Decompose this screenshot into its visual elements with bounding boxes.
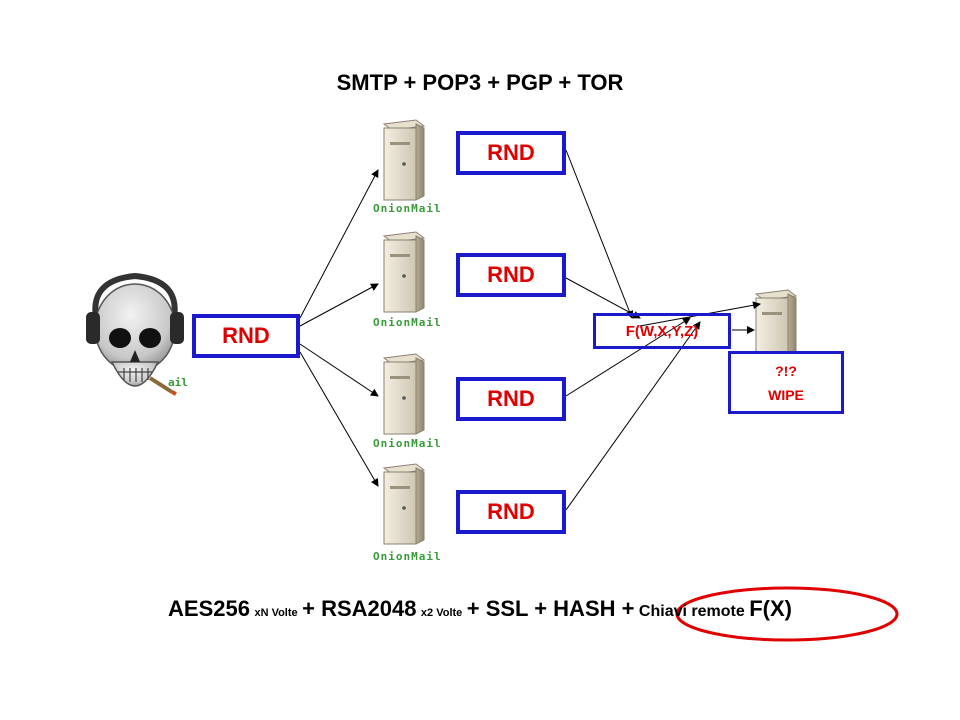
destination-server-icon xyxy=(754,289,798,361)
server-label: OnionMail xyxy=(373,550,442,563)
footer-fx: F(X) xyxy=(749,596,792,621)
highlight-ellipse xyxy=(675,586,899,642)
destination-wipe-label: WIPE xyxy=(768,386,804,403)
footer-aes-sub: xN Volte xyxy=(254,607,298,619)
arrow-sender-to-server-4 xyxy=(299,351,379,487)
server-icon xyxy=(382,231,426,313)
server-rnd-box: RND xyxy=(456,490,566,534)
server-icon xyxy=(382,353,426,435)
footer-ssl-hash: + SSL + HASH + xyxy=(466,596,635,621)
server-rnd-box: RND xyxy=(456,253,566,297)
arrow-rnd4-to-function xyxy=(565,321,701,511)
server-label: OnionMail xyxy=(373,437,442,450)
arrow-sender-to-server-1 xyxy=(299,169,379,319)
arrow-rnd1-to-function xyxy=(565,149,634,319)
destination-wipe-box: ?!? WIPE xyxy=(728,351,844,414)
server-rnd-box: RND xyxy=(456,377,566,421)
footer-rsa: + RSA2048 xyxy=(302,596,417,621)
sender-partial-label: ail xyxy=(168,376,188,389)
server-icon xyxy=(382,463,426,545)
arrow-rnd3-to-function xyxy=(565,317,691,397)
server-label: OnionMail xyxy=(373,202,442,215)
footer-rsa-sub: x2 Volte xyxy=(420,607,463,619)
diagram-title: SMTP + POP3 + PGP + TOR xyxy=(336,70,624,95)
arrow-rnd2-to-function xyxy=(565,277,641,319)
arrow-sender-to-server-3 xyxy=(299,343,379,397)
function-box: F(W,X,Y,Z) xyxy=(593,313,731,349)
destination-line-1: ?!? xyxy=(775,362,797,379)
footer-formula: AES256 xN Volte + RSA2048 x2 Volte + SSL… xyxy=(0,596,960,622)
footer-remote-keys: Chiavi remote xyxy=(638,603,745,620)
server-icon xyxy=(382,119,426,201)
skull-headphones-icon xyxy=(86,272,184,396)
server-rnd-box: RND xyxy=(456,131,566,175)
arrow-sender-to-server-2 xyxy=(299,283,379,327)
server-label: OnionMail xyxy=(373,316,442,329)
footer-aes: AES256 xyxy=(168,596,250,621)
sender-rnd-box: RND xyxy=(192,314,300,358)
